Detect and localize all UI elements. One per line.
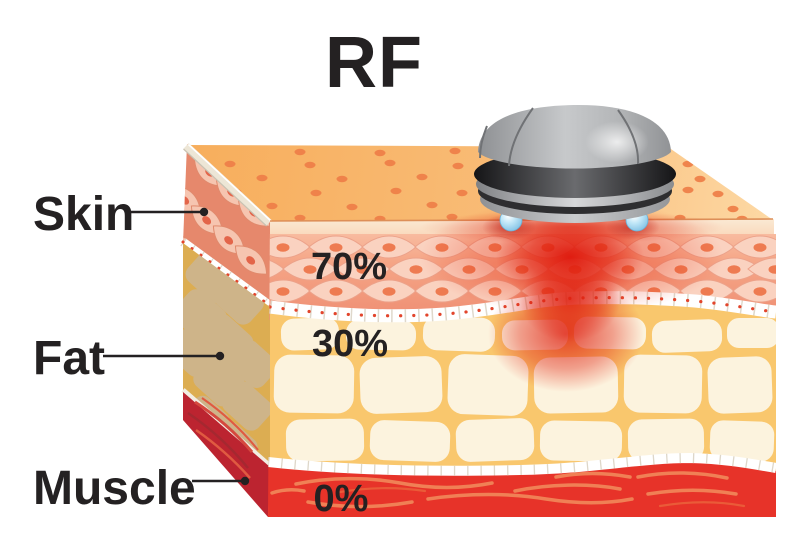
skin-energy-percentage: 70% (311, 246, 387, 288)
fat-energy-percentage: 30% (312, 323, 388, 365)
left-cross-section-face (180, 143, 273, 517)
skin-label: Skin (33, 188, 134, 241)
rf-handpiece-device (474, 104, 676, 232)
fat-leader-dot (215, 351, 225, 361)
rf-heat-glow (420, 199, 724, 392)
muscle-layer-side (183, 392, 270, 517)
muscle-energy-percentage: 0% (314, 478, 369, 520)
muscle-leader-dot (240, 476, 250, 486)
leader-lines (103, 210, 242, 483)
basement-membrane-side (180, 238, 272, 309)
muscle-fibers-front (270, 471, 738, 509)
fat-label: Fat (33, 332, 105, 385)
fascia-membrane-front (268, 452, 776, 476)
diagram-title: RF (325, 23, 423, 103)
skin-leader-dot (199, 207, 209, 217)
leader-dots (199, 207, 250, 486)
dome-seam-lines (479, 107, 640, 167)
skin-layer-side (183, 144, 270, 307)
muscle-label: Muscle (33, 462, 196, 515)
top-edge-bevel (183, 143, 273, 227)
dome-highlight (585, 121, 649, 163)
